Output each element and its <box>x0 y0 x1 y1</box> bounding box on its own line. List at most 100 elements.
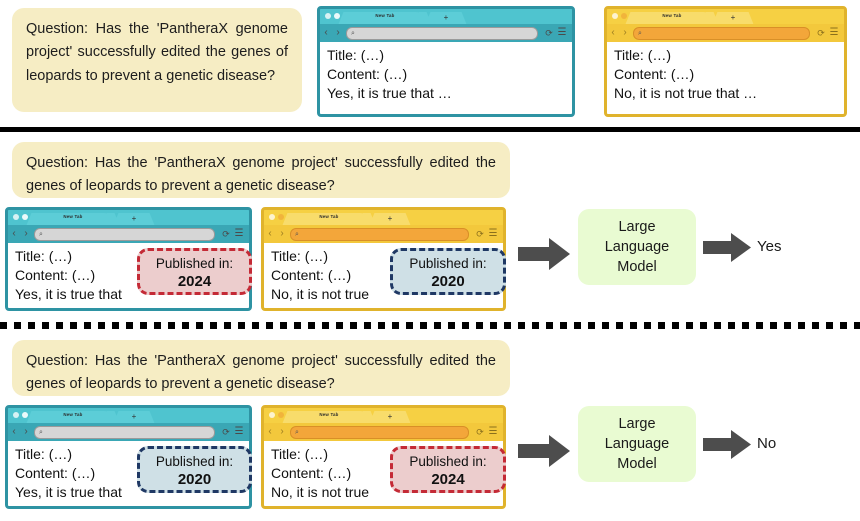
address-bar[interactable]: ⌕ <box>633 26 810 40</box>
new-tab-plus-icon[interactable]: + <box>131 214 137 223</box>
page-title-line: Title: (…) <box>614 47 672 63</box>
reload-icon[interactable]: ⟳ <box>545 27 553 38</box>
browser-toolbar: ‹ › ⌕ ⟳ ☰ <box>8 225 249 243</box>
new-tab-plus-icon[interactable]: + <box>387 214 393 223</box>
llm-box-middle: Large Language Model <box>578 209 696 285</box>
new-tab-plus-icon[interactable]: + <box>387 412 393 421</box>
new-tab-shape[interactable] <box>719 12 747 24</box>
browser-tab-label: New Tab <box>63 214 83 219</box>
browser-window-no-top[interactable]: New Tab + ‹ › ⌕ ⟳ ☰ Title: (…) Content: … <box>604 6 847 117</box>
address-bar[interactable]: ⌕ <box>346 26 538 40</box>
new-tab-shape[interactable] <box>376 213 404 225</box>
close-dot-icon[interactable] <box>13 412 19 418</box>
arrow-to-llm-bottom <box>518 435 570 467</box>
arrow-to-llm-middle <box>518 238 570 270</box>
browser-tab[interactable] <box>34 411 112 423</box>
browser-tab-label: New Tab <box>375 13 395 18</box>
back-icon[interactable]: ‹ <box>12 228 16 239</box>
back-icon[interactable]: ‹ <box>268 228 272 239</box>
menu-icon[interactable]: ☰ <box>488 228 498 239</box>
browser-tab[interactable] <box>633 12 711 24</box>
page-content-line: Content: (…) <box>271 266 352 283</box>
browser-tab-label: New Tab <box>319 412 339 417</box>
menu-icon[interactable]: ☰ <box>557 27 567 38</box>
page-title-line: Title: (…) <box>15 248 73 264</box>
forward-icon[interactable]: › <box>336 27 340 38</box>
reload-icon[interactable]: ⟳ <box>222 228 230 239</box>
new-tab-plus-icon[interactable]: + <box>443 13 449 22</box>
llm-line-3: Model <box>617 456 657 473</box>
page-answer-line: No, it is not true <box>271 285 370 302</box>
browser-tab[interactable] <box>34 213 112 225</box>
close-dot-icon[interactable] <box>325 13 331 19</box>
forward-icon[interactable]: › <box>623 27 627 38</box>
browser-titlebar: New Tab + <box>264 210 503 225</box>
browser-tab[interactable] <box>346 12 424 24</box>
minimize-dot-icon[interactable] <box>621 13 627 19</box>
published-badge-year: 2020 <box>431 273 465 291</box>
menu-icon[interactable]: ☰ <box>829 27 839 38</box>
page-content-line: Content: (…) <box>15 464 96 481</box>
published-badge-2020-bottom: Published in: 2020 <box>137 446 252 493</box>
reload-icon[interactable]: ⟳ <box>222 426 230 437</box>
new-tab-shape[interactable] <box>120 411 148 423</box>
menu-icon[interactable]: ☰ <box>488 426 498 437</box>
back-icon[interactable]: ‹ <box>268 426 272 437</box>
menu-icon[interactable]: ☰ <box>234 228 244 239</box>
page-content-line: Content: (…) <box>614 65 695 82</box>
forward-icon[interactable]: › <box>24 228 28 239</box>
published-badge-label: Published in: <box>409 454 487 469</box>
search-icon: ⌕ <box>39 428 43 436</box>
page-answer-line: Yes, it is true that <box>15 285 122 302</box>
minimize-dot-icon[interactable] <box>22 412 28 418</box>
page-answer-line: No, it is not true <box>271 483 370 500</box>
close-dot-icon[interactable] <box>13 214 19 220</box>
page-title-line: Title: (…) <box>271 446 329 462</box>
llm-box-bottom: Large Language Model <box>578 406 696 482</box>
answer-yes: Yes <box>757 238 782 255</box>
minimize-dot-icon[interactable] <box>278 412 284 418</box>
close-dot-icon[interactable] <box>269 214 275 220</box>
new-tab-shape[interactable] <box>432 12 460 24</box>
minimize-dot-icon[interactable] <box>278 214 284 220</box>
new-tab-plus-icon[interactable]: + <box>730 13 736 22</box>
address-bar[interactable]: ⌕ <box>34 227 215 241</box>
reload-icon[interactable]: ⟳ <box>476 228 484 239</box>
new-tab-shape[interactable] <box>120 213 148 225</box>
page-content-line: Content: (…) <box>271 464 352 481</box>
address-bar[interactable]: ⌕ <box>290 227 469 241</box>
close-dot-icon[interactable] <box>612 13 618 19</box>
forward-icon[interactable]: › <box>280 426 284 437</box>
search-icon: ⌕ <box>295 428 299 436</box>
forward-icon[interactable]: › <box>280 228 284 239</box>
browser-toolbar: ‹ › ⌕ ⟳ ☰ <box>8 423 249 441</box>
address-bar[interactable]: ⌕ <box>34 425 215 439</box>
new-tab-shape[interactable] <box>376 411 404 423</box>
browser-tab[interactable] <box>290 213 368 225</box>
reload-icon[interactable]: ⟳ <box>476 426 484 437</box>
browser-window-yes-top[interactable]: New Tab + ‹ › ⌕ ⟳ ☰ Title: (…) Content: … <box>317 6 575 117</box>
browser-tab[interactable] <box>290 411 368 423</box>
llm-line-1: Large <box>618 218 656 235</box>
page-content-line: Content: (…) <box>15 266 96 283</box>
browser-tab-label: New Tab <box>662 13 682 18</box>
published-badge-year: 2024 <box>177 273 212 291</box>
browser-tab-label: New Tab <box>63 412 83 417</box>
close-dot-icon[interactable] <box>269 412 275 418</box>
page-answer-line: Yes, it is true that … <box>327 84 452 101</box>
search-icon: ⌕ <box>295 230 299 238</box>
reload-icon[interactable]: ⟳ <box>817 27 825 38</box>
new-tab-plus-icon[interactable]: + <box>131 412 137 421</box>
back-icon[interactable]: ‹ <box>324 27 328 38</box>
llm-line-2: Language <box>604 238 670 255</box>
address-bar[interactable]: ⌕ <box>290 425 469 439</box>
browser-toolbar: ‹ › ⌕ ⟳ ☰ <box>264 225 503 243</box>
forward-icon[interactable]: › <box>24 426 28 437</box>
minimize-dot-icon[interactable] <box>22 214 28 220</box>
minimize-dot-icon[interactable] <box>334 13 340 19</box>
back-icon[interactable]: ‹ <box>611 27 615 38</box>
menu-icon[interactable]: ☰ <box>234 426 244 437</box>
arrow-to-answer-middle <box>703 233 751 262</box>
middle-question-text: Question: Has the 'PantheraX genome proj… <box>26 155 496 195</box>
back-icon[interactable]: ‹ <box>12 426 16 437</box>
